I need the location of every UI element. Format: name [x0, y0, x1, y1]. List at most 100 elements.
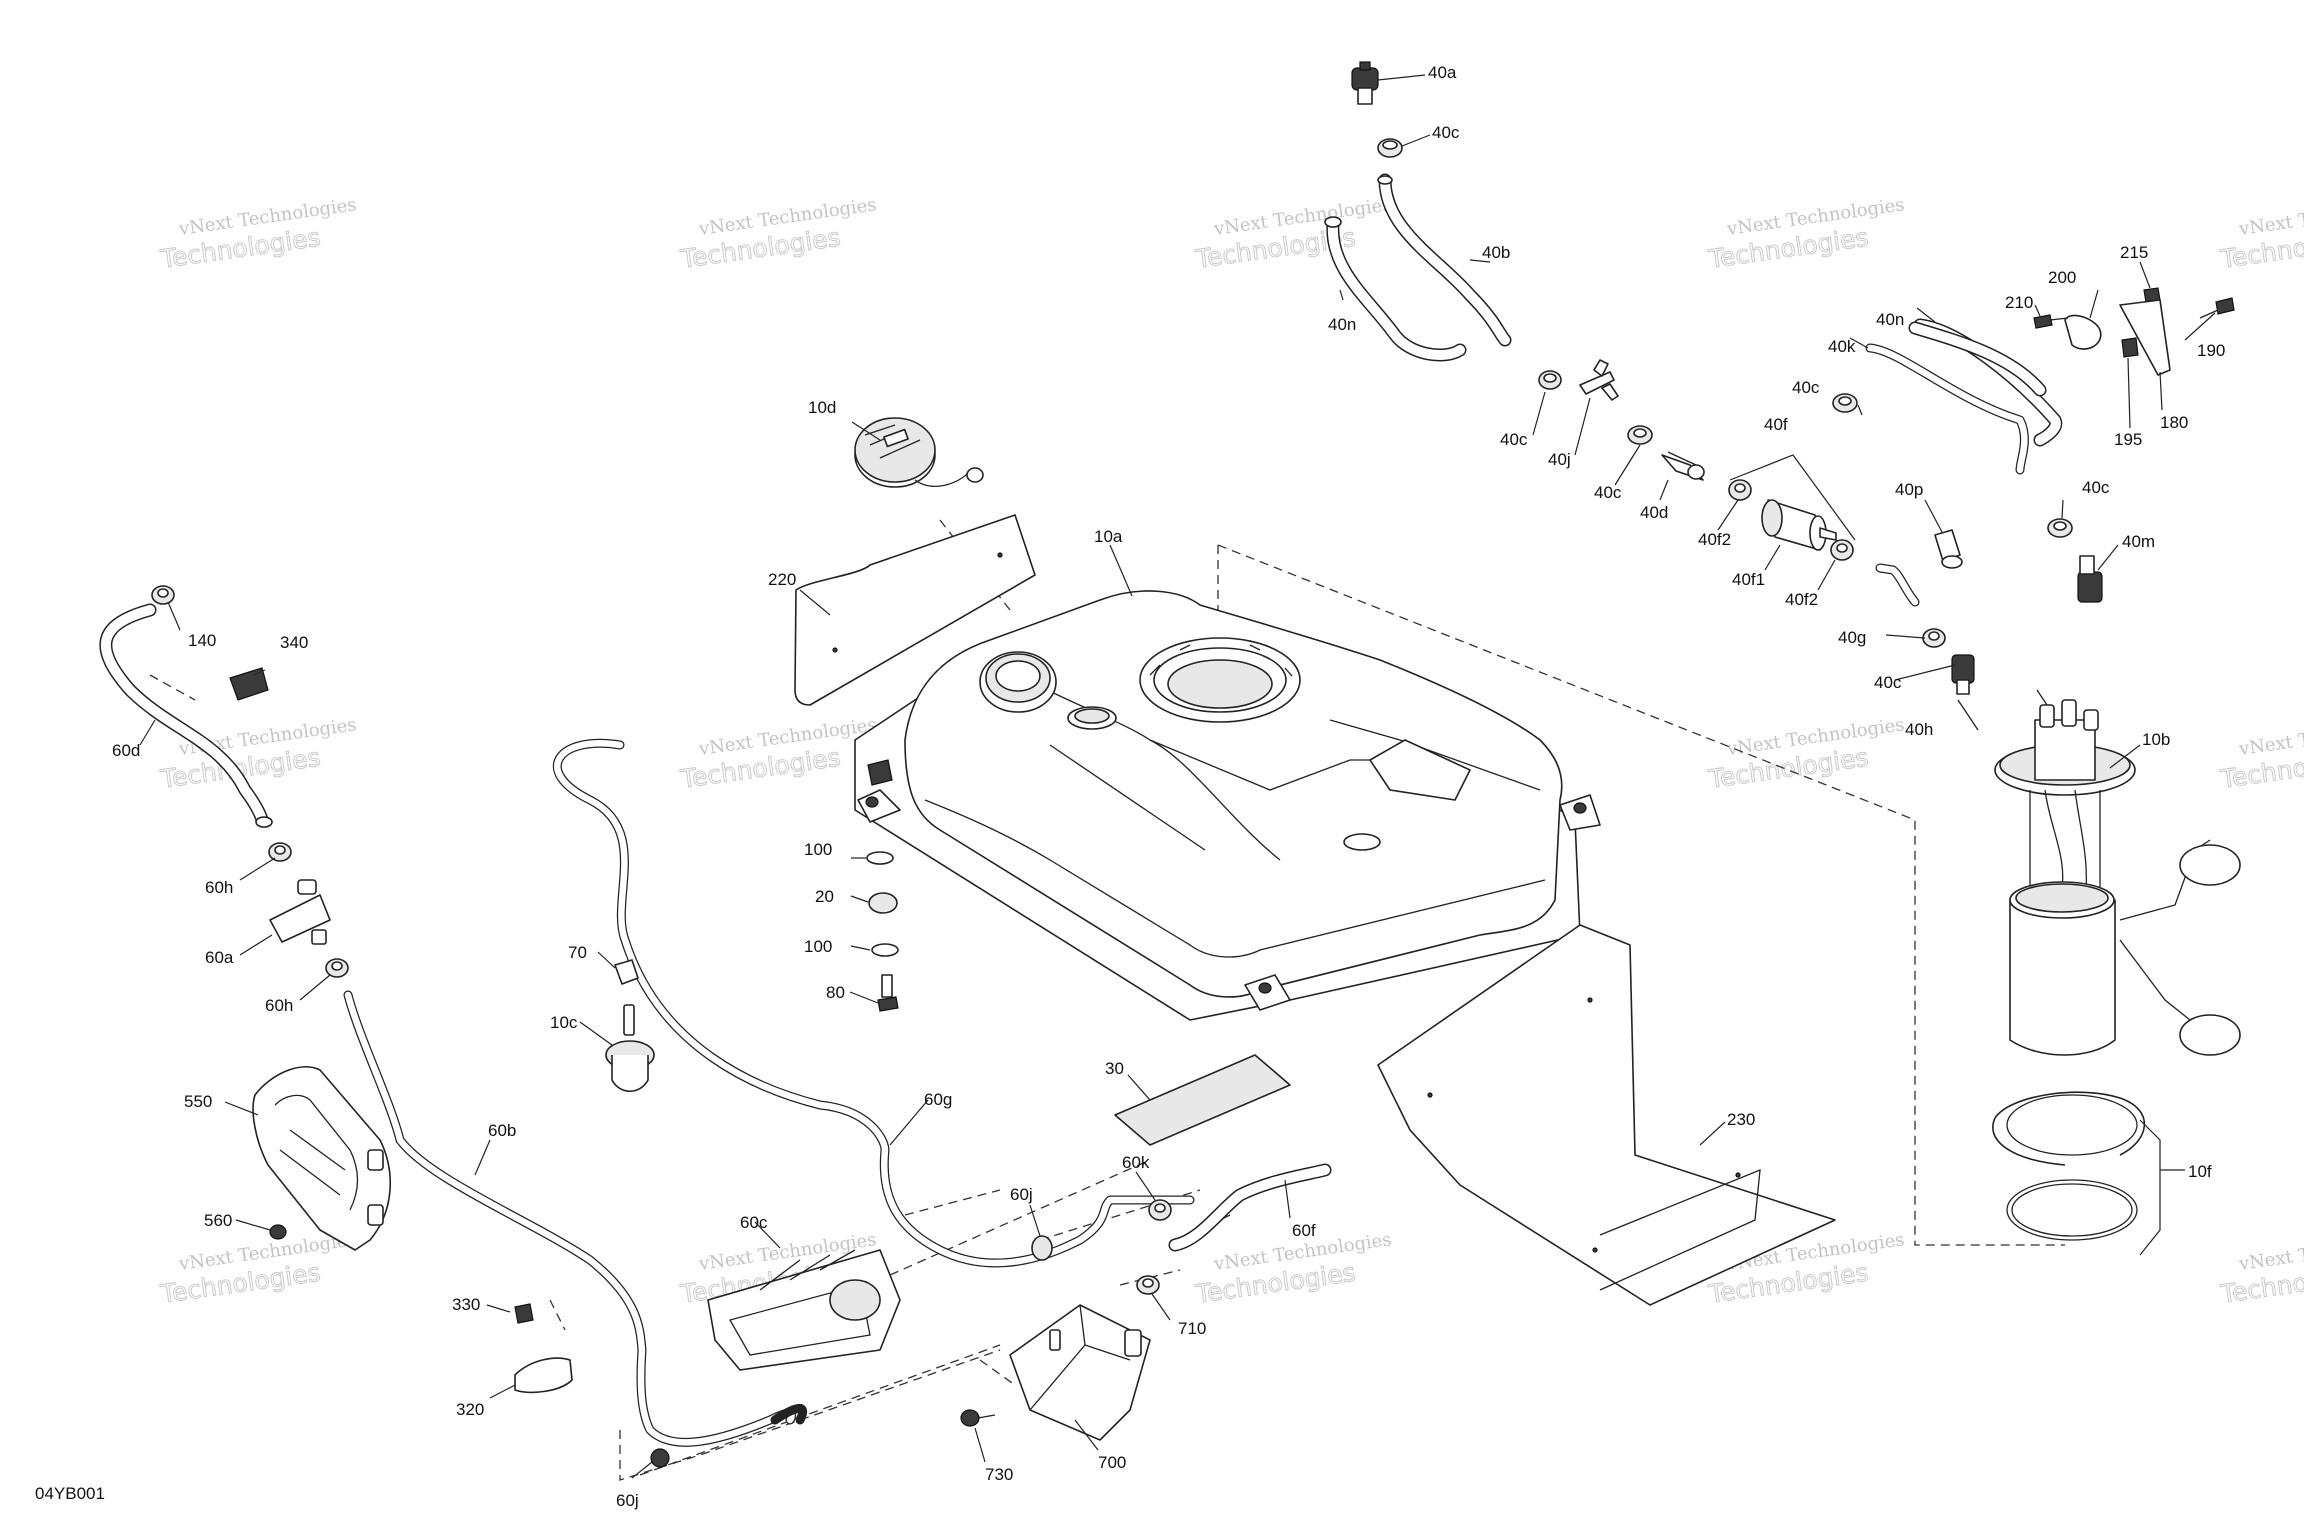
- label-60h: 60h: [205, 878, 233, 897]
- label-220: 220: [768, 570, 796, 589]
- fuel-pump-10b: [1957, 689, 2241, 1056]
- label-40p: 40p: [1895, 480, 1923, 499]
- leader-lines: [139, 74, 2216, 1479]
- label-60j: 60j: [616, 1491, 639, 1510]
- bolt-210: [2033, 314, 2069, 329]
- connector-40m: [2077, 555, 2103, 603]
- screw-560: [269, 1224, 287, 1240]
- label-40b: 40b: [1482, 243, 1510, 262]
- label-10c: 10c: [550, 1013, 578, 1032]
- watermark: vNext Technologies Technologies: [1193, 194, 1393, 274]
- label-215: 215: [2120, 243, 2148, 262]
- label-40j: 40j: [1548, 450, 1571, 469]
- label-40g: 40g: [1838, 628, 1866, 647]
- tee-fitting-40j: [1579, 359, 1619, 401]
- clamp-320: [514, 1357, 573, 1394]
- bracket-hardware: [2033, 287, 2235, 376]
- watermark: vNext Technologies Technologies: [158, 194, 358, 274]
- clamp-40f2-b: [1830, 539, 1854, 561]
- watermark: vNext Technologies Technologies: [678, 714, 878, 794]
- label-70: 70: [568, 943, 587, 962]
- label-710: 710: [1178, 1319, 1206, 1338]
- grommet-stack: [866, 759, 899, 1012]
- label-40m: 40m: [2122, 532, 2155, 551]
- label-340: 340: [280, 633, 308, 652]
- label-140: 140: [188, 631, 216, 650]
- label-200: 200: [2048, 268, 2076, 287]
- clamp-40f2-a: [1728, 479, 1752, 501]
- label-100: 100: [804, 840, 832, 859]
- clamp-60h-top: [268, 842, 292, 862]
- clamp-40c-4: [1922, 628, 1946, 648]
- label-10a: 10a: [1094, 527, 1123, 546]
- label-30: 30: [1105, 1059, 1124, 1078]
- label-40f: 40f: [1764, 415, 1788, 434]
- label-40c: 40c: [1432, 123, 1460, 142]
- fitting-60a: [269, 879, 331, 945]
- clamp-60j-bottom: [650, 1448, 670, 1468]
- label-40c: 40c: [1874, 673, 1902, 692]
- label-730: 730: [985, 1465, 1013, 1484]
- label-190: 190: [2197, 341, 2225, 360]
- sender-10c: [605, 1004, 655, 1093]
- label-40a: 40a: [1428, 63, 1457, 82]
- label-20: 20: [815, 887, 834, 906]
- clamp-60j-mid: [1031, 1235, 1053, 1261]
- label-320: 320: [456, 1400, 484, 1419]
- filler-housing-550: [252, 1066, 392, 1251]
- bracket-200: [2064, 299, 2171, 376]
- fuel-filter-40f1: [1761, 499, 1837, 551]
- label-230: 230: [1727, 1110, 1755, 1129]
- label-60b: 60b: [488, 1121, 516, 1140]
- label-40n: 40n: [1876, 310, 1904, 329]
- label-pad-30: [1114, 1054, 1291, 1146]
- canister-700: [1009, 1304, 1151, 1441]
- fuel-tank-10a: [854, 590, 1601, 1021]
- clamp-60h-bottom: [325, 958, 349, 978]
- label-100: 100: [804, 937, 832, 956]
- label-40f1: 40f1: [1732, 570, 1765, 589]
- clamp-140: [151, 585, 175, 605]
- svg-text:vNext Technologies: vNext Technologies: [2237, 714, 2304, 760]
- watermark: vNext Technologies Technologies: [158, 1229, 358, 1309]
- seal-rings-10f: [1992, 1091, 2185, 1256]
- watermark: vNext Technologies Technologies: [1706, 194, 1906, 274]
- part-labels: 40a 40c 40b 40n 40c 40j 40c 40d 40f 40f2…: [112, 63, 2225, 1510]
- clamp-40c-2: [1627, 425, 1653, 445]
- heat-shield-220: [794, 514, 1036, 706]
- bolt-190: [2199, 297, 2235, 319]
- label-180: 180: [2160, 413, 2188, 432]
- clip-340: [229, 667, 269, 701]
- label-550: 550: [184, 1092, 212, 1111]
- figure-code: 04YB001: [35, 1484, 105, 1503]
- watermark: vNext Technologies Technologies: [2218, 1229, 2304, 1309]
- clamp-60k: [1148, 1199, 1172, 1221]
- watermark: vNext Technologies Technologies: [678, 194, 878, 274]
- label-40d: 40d: [1640, 503, 1668, 522]
- tube-40p: [1934, 529, 1963, 569]
- label-700: 700: [1098, 1453, 1126, 1472]
- connector-40h: [1951, 654, 1975, 695]
- label-40n: 40n: [1328, 315, 1356, 334]
- label-40k: 40k: [1828, 337, 1856, 356]
- label-60h: 60h: [265, 996, 293, 1015]
- label-60d: 60d: [112, 741, 140, 760]
- clamp-40c-3: [1832, 393, 1858, 413]
- clamp-40c-1: [1538, 370, 1562, 390]
- label-40c: 40c: [1792, 378, 1820, 397]
- skid-plate-230: [1377, 924, 1836, 1306]
- fuel-cap-10d: [854, 417, 984, 488]
- label-195: 195: [2114, 430, 2142, 449]
- label-40f2: 40f2: [1785, 590, 1818, 609]
- label-10d: 10d: [808, 398, 836, 417]
- label-40f2: 40f2: [1698, 530, 1731, 549]
- label-40c: 40c: [1500, 430, 1528, 449]
- svg-text:vNext Technologies: vNext Technologies: [2237, 194, 2304, 240]
- nut-195: [2121, 337, 2139, 358]
- watermark: vNext Technologies Technologies: [2218, 714, 2304, 794]
- watermark: vNext Technologies Technologies: [2218, 194, 2304, 274]
- label-60f: 60f: [1292, 1221, 1316, 1240]
- vent-hose-assembly: [1324, 61, 2103, 695]
- watermark: vNext Technologies Technologies: [1193, 1229, 1393, 1309]
- bracket-60c: [707, 1249, 901, 1371]
